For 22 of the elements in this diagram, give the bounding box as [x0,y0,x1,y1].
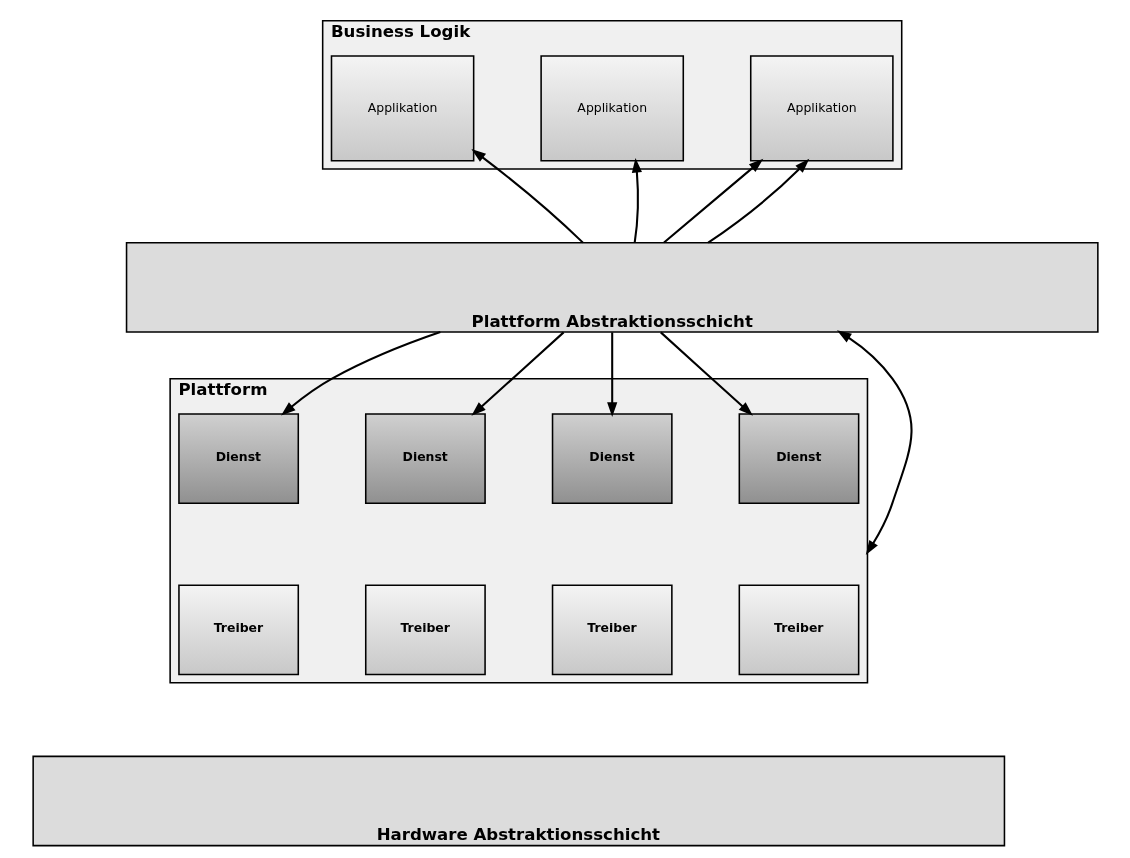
node-box: Applikation [539,55,684,162]
arrow [470,331,564,416]
arrow [470,148,584,244]
node-box: Applikation [330,55,474,162]
node-box: Treiber [364,584,486,676]
node-box: Treiber [551,584,673,676]
arrow [631,157,642,243]
node-box: Hardware Abstraktionsschicht [31,755,1005,847]
arrow [707,158,809,244]
node-box: Treiber [738,584,859,676]
node-box: Dienst [738,413,859,504]
node-box: Applikation [749,55,894,162]
node-box: Dienst [551,413,673,504]
arrow [662,158,763,244]
arrow [836,330,912,555]
arrow [606,332,617,417]
node-box: Plattform Abstraktionsschicht [125,241,1099,333]
node-box: Dienst [364,413,486,504]
arrow [659,331,753,416]
node-box: Dienst [177,413,299,504]
node-box: Treiber [177,584,299,676]
arrow [280,331,441,416]
